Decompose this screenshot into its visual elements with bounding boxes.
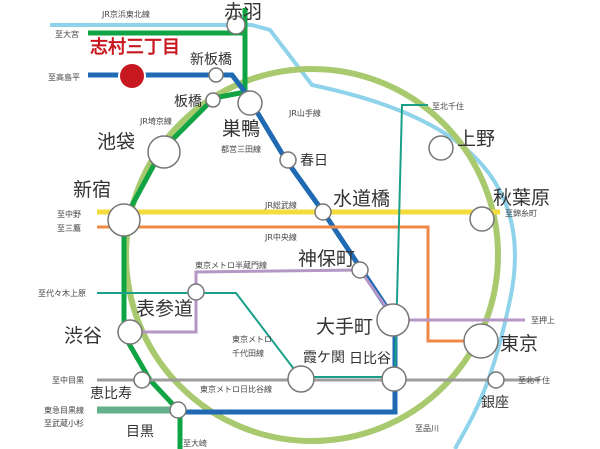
label-omotesando: 表参道 [136,298,193,320]
dir-nakano: 至中野 [57,209,81,219]
line-labels: JR京浜東北線 JR埼京線 JR山手線 都営三田線 JR総武線 JR中央線 東京… [101,9,321,394]
station-shibuya[interactable] [117,319,143,345]
dir-shinagawa: 至品川 [415,424,439,433]
station-labels: 志村三丁目 赤羽 新板橋 板橋 巣鴨 池袋 春日 上野 新宿 水道橋 秋葉原 神… [64,1,550,440]
label-ueno: 上野 [457,128,495,150]
station-ebisu[interactable] [133,371,151,389]
station-sugamo[interactable] [237,90,263,116]
station-hibiya[interactable] [381,366,407,392]
station-otemachi[interactable] [376,303,410,337]
chuo-line [97,225,490,343]
station-shinjuku[interactable] [107,203,141,237]
station-kasuga[interactable] [279,151,297,169]
station-meguro[interactable] [169,401,187,419]
line-label-hibiya: 東京メトロ日比谷線 [200,384,272,394]
station-markers [107,15,505,419]
rail-lines [50,8,540,449]
station-ikebukuro[interactable] [147,135,181,169]
station-akihabara[interactable] [469,206,495,232]
label-otemachi: 大手町 [316,316,373,338]
station-itabashi[interactable] [205,92,221,108]
station-omotesando[interactable] [187,283,205,301]
line-label-yamanote: JR山手線 [288,108,321,118]
station-ueno[interactable] [428,135,454,161]
line-label-keihin-tohoku: JR京浜東北線 [101,9,150,19]
label-itabashi: 板橋 [174,94,202,110]
dir-kinshicho: 至錦糸町 [505,208,537,218]
dir-tokyu-2: 至武蔵小杉 [44,418,84,428]
line-label-hanzomon: 東京メトロ半蔵門線 [195,260,267,270]
dir-omiya: 至大宮 [55,29,79,39]
highlight-station-name: 志村三丁目 [90,36,180,58]
station-ginza[interactable] [487,371,505,389]
line-label-chiyoda-1: 東京メトロ [232,334,272,344]
label-shinitabashi: 新板橋 [190,52,232,68]
label-ebisu: 恵比寿 [90,385,132,402]
dir-yoyogiuehara: 至代々木上原 [38,288,86,298]
line-label-chiyoda-2: 千代田線 [232,348,264,358]
line-label-saikyo: JR埼京線 [139,116,172,126]
label-shibuya: 渋谷 [64,325,102,347]
dir-tokyu-1: 東急目黒線 [44,405,84,415]
label-sugamo: 巣鴨 [222,118,260,140]
station-suidobashi[interactable] [314,203,332,221]
label-ginza: 銀座 [481,395,509,411]
dir-takashimadaira: 至高島平 [48,72,80,82]
label-ikebukuro: 池袋 [97,131,135,153]
dir-oshiage: 至押上 [531,315,555,325]
label-meguro: 目黒 [126,424,154,440]
highlight-station-marker[interactable] [118,62,146,90]
station-akabane[interactable] [226,15,246,35]
label-jimbocho: 神保町 [298,248,355,270]
dir-osaki: 至大崎 [183,438,207,448]
station-kasumigaseki[interactable] [287,365,315,393]
label-akihabara: 秋葉原 [493,187,550,209]
label-kasumigaseki: 霞ケ関 [303,350,345,366]
label-suidobashi: 水道橋 [333,188,390,210]
station-shinitabashi[interactable] [208,67,224,83]
direction-labels: 至大宮 至高島平 至北千住 至中野 至三鷹 至錦糸町 至代々木上原 至押上 至中… [38,29,555,448]
dir-kitasenju-right: 至北千住 [518,375,550,385]
line-label-chuo: JR中央線 [264,232,297,242]
hanzomon-line-shibuya [130,292,198,334]
mita-line [88,72,398,415]
dir-mitaka: 至三鷹 [57,223,81,233]
line-label-mita: 都営三田線 [221,144,261,154]
dir-kitasenju-top: 至北千住 [432,101,464,111]
station-tokyo[interactable] [463,323,499,359]
line-label-sobu: JR総武線 [264,200,297,210]
label-shinjuku: 新宿 [73,179,111,201]
label-hibiya: 日比谷 [349,351,391,367]
keihin-tohoku-line [50,23,517,449]
station-jimbocho[interactable] [351,261,369,279]
label-kasuga: 春日 [300,153,328,169]
chiyoda-line [97,104,428,378]
label-tokyo: 東京 [500,333,538,355]
label-akabane: 赤羽 [224,1,262,23]
dir-nakameguro: 至中目黒 [52,375,84,385]
